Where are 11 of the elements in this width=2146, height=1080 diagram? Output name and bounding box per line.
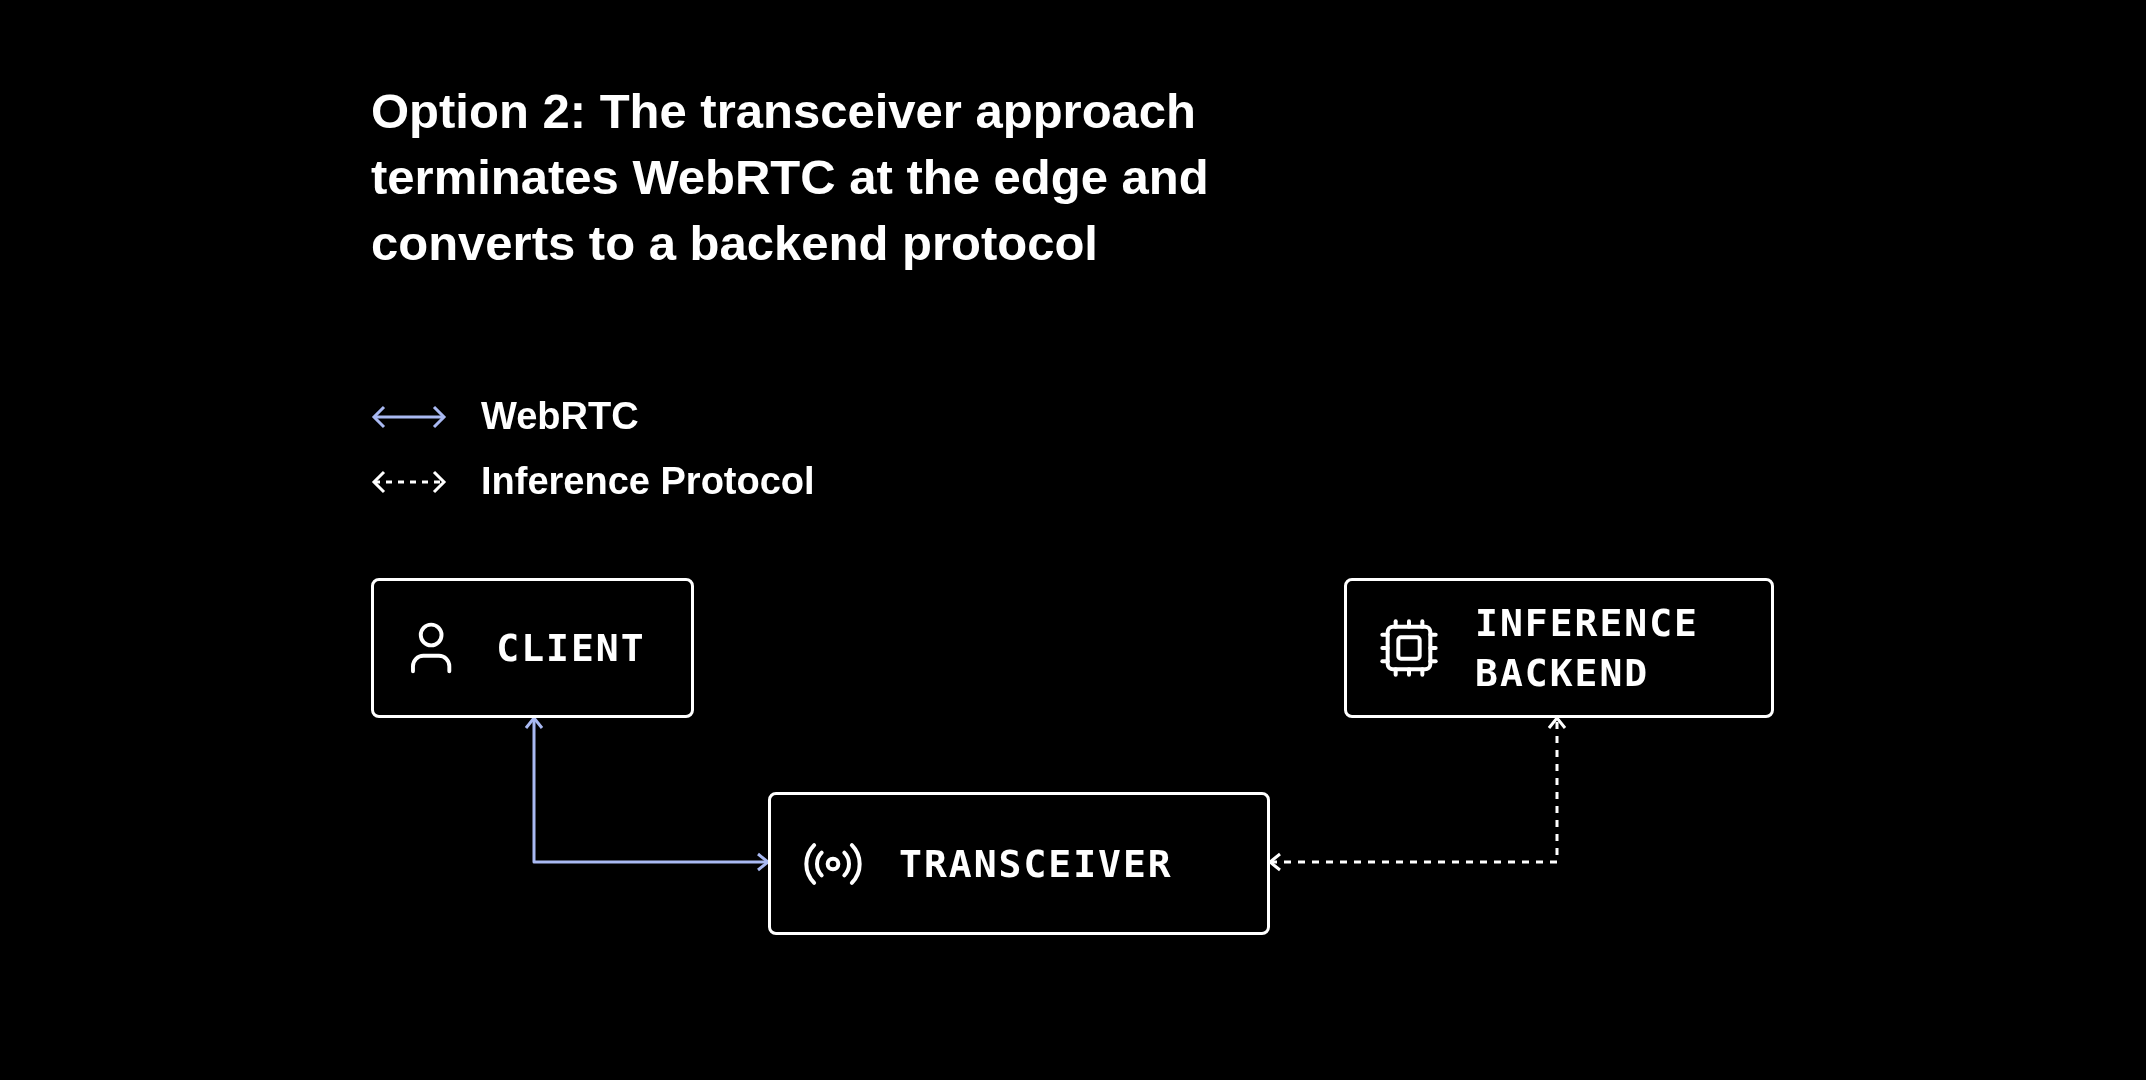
legend-label: WebRTC [481,395,639,438]
legend-label: Inference Protocol [481,460,815,503]
title: Option 2: The transceiver approach terminates WebRTC at the edge and converts to a backend protocol [371,83,1210,272]
connector-arrow [524,716,770,872]
node-box [371,578,694,718]
node-label: INFERENCE BACKEND [1475,600,1700,697]
node-label: CLIENT [496,625,647,672]
connector-arrow [1268,716,1567,872]
node-box [768,792,1270,935]
node-box [1344,578,1774,718]
node-label: TRANSCEIVER [899,840,1174,888]
